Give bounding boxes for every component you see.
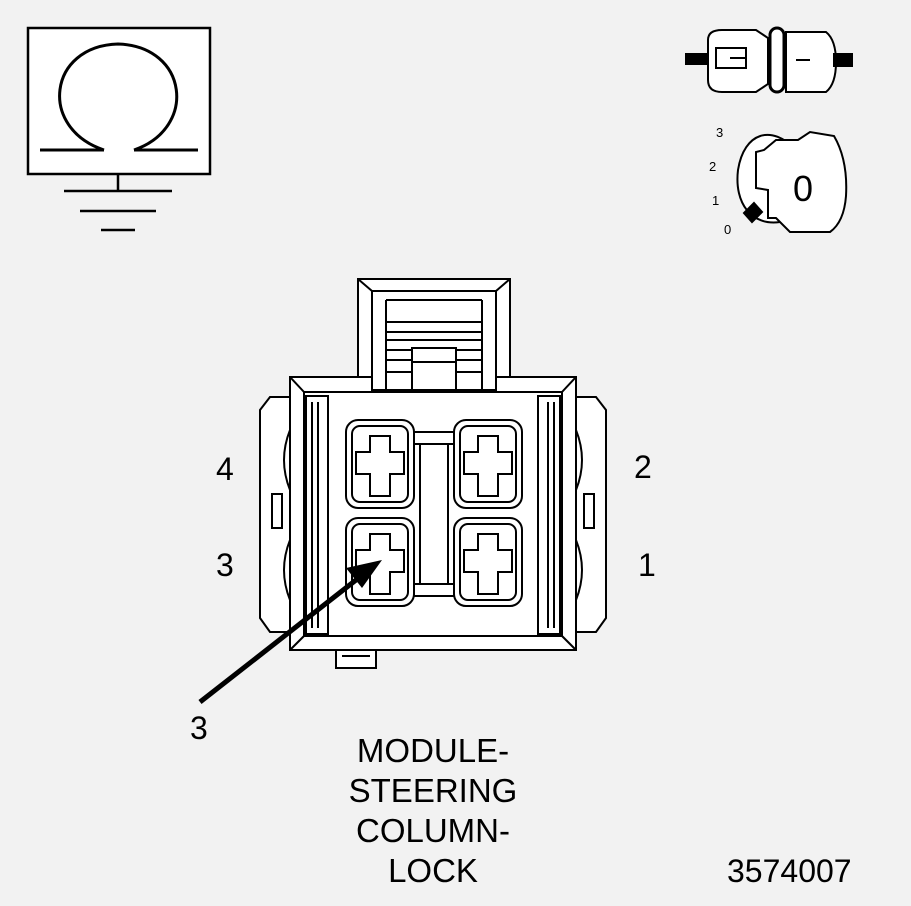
- terminal-cavity-2: [453, 419, 523, 509]
- callout-label: 3: [190, 710, 208, 746]
- caption-line-1: MODULE-: [356, 732, 510, 769]
- caption-line-3: COLUMN-: [356, 812, 510, 849]
- caption-line-4: LOCK: [388, 852, 478, 889]
- ignition-key-off-icon: [736, 130, 848, 233]
- pin-label-top-left: 4: [216, 451, 234, 487]
- ignition-position-2: 2: [709, 159, 716, 174]
- caption-line-2: STEERING: [348, 772, 518, 809]
- terminal-cavity-4: [345, 419, 415, 509]
- connector-caption: MODULE- STEERING COLUMN- LOCK: [333, 731, 533, 891]
- pin-label-top-right: 2: [634, 449, 652, 485]
- pin-label-bottom-right: 1: [638, 547, 656, 583]
- ignition-position-1: 1: [712, 193, 719, 208]
- disconnected-connector-icon: [685, 26, 853, 94]
- ignition-position-0: 0: [724, 222, 731, 237]
- callout-arrow: [198, 560, 382, 704]
- ohmmeter-ground-icon: [26, 26, 212, 232]
- ignition-key-label: 0: [793, 168, 813, 209]
- connector-face: [259, 278, 607, 669]
- terminal-cavity-1: [453, 517, 523, 607]
- ignition-position-3: 3: [716, 125, 723, 140]
- pin-label-bottom-left: 3: [216, 547, 234, 583]
- figure-id: 3574007: [727, 853, 852, 889]
